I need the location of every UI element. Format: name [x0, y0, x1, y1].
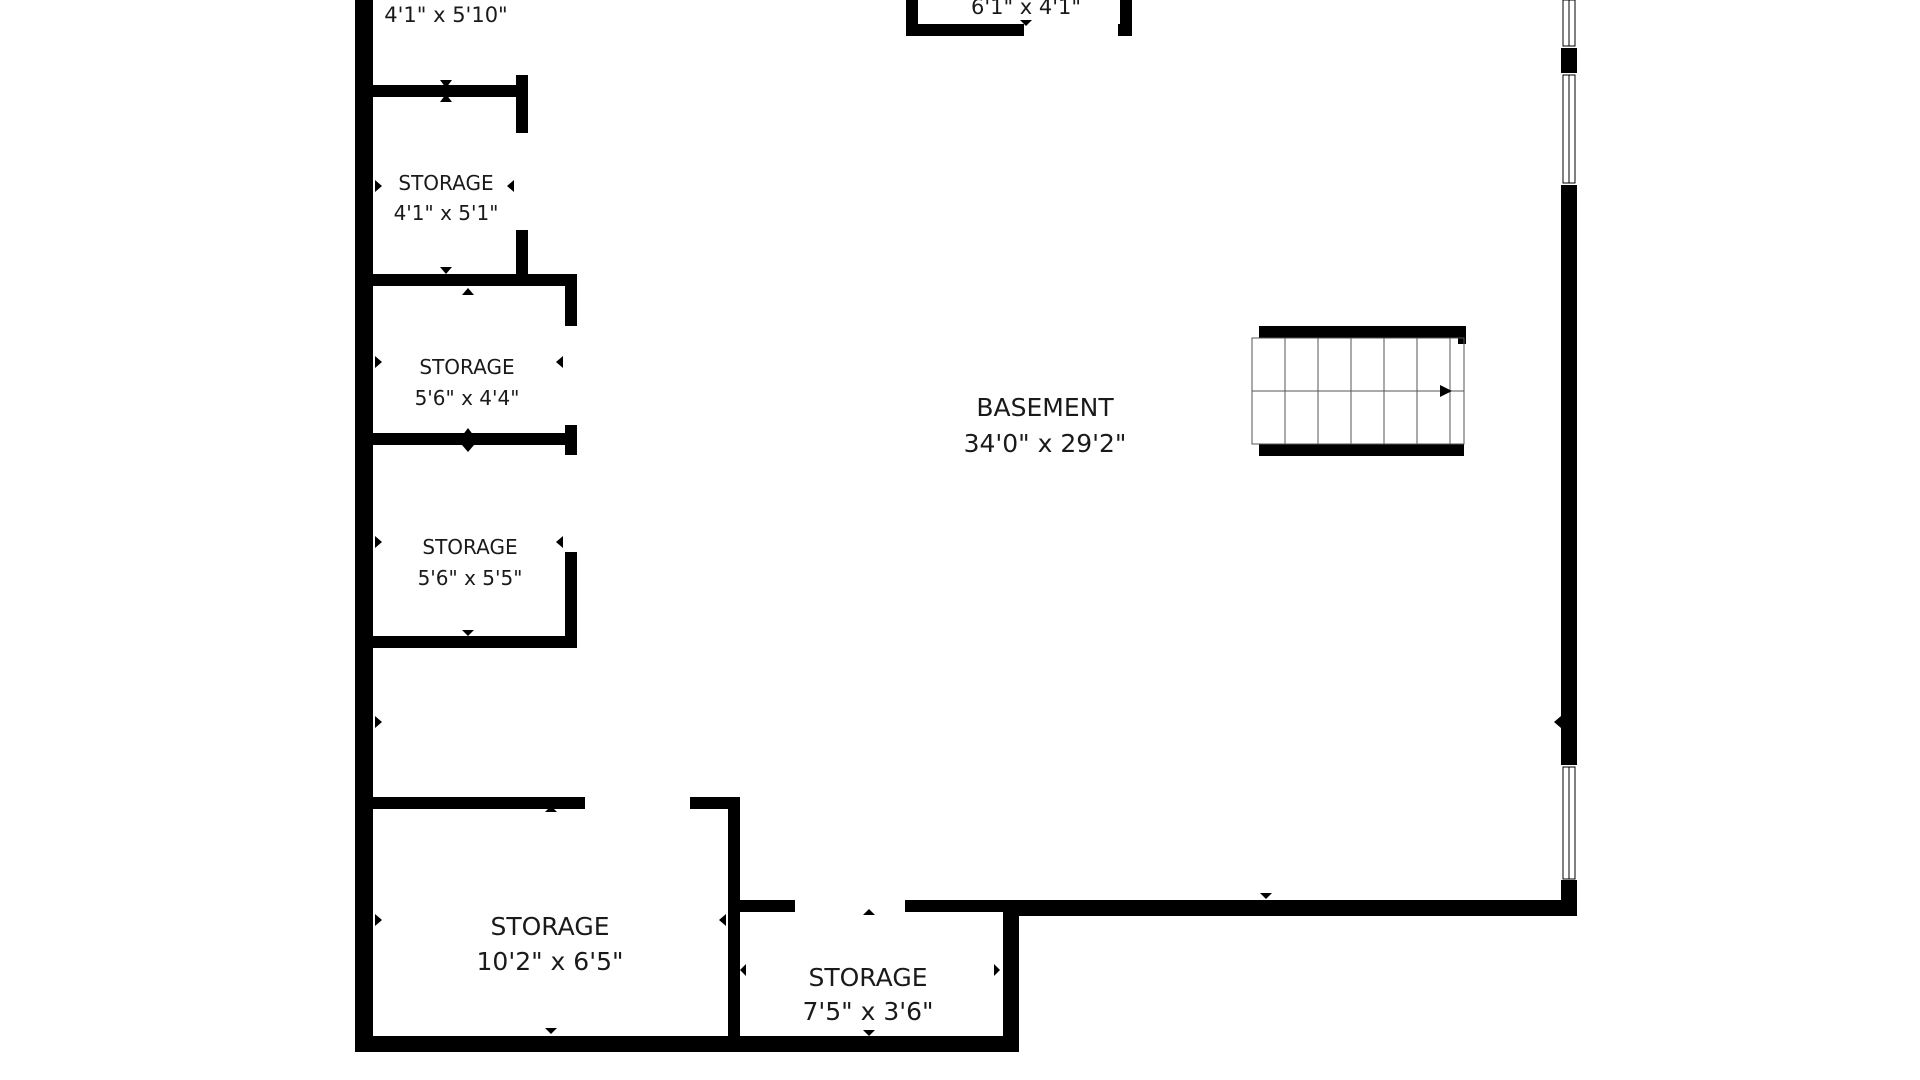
basement-name: BASEMENT — [976, 393, 1114, 422]
stair-direction-arrow-icon — [1440, 385, 1452, 397]
dimension-markers — [375, 20, 1561, 1036]
wall-stairs-top — [1259, 326, 1464, 338]
storage-1-name: STORAGE — [398, 171, 493, 195]
wall-room-top-bottom-right — [1118, 24, 1132, 36]
wall-right-middle — [1561, 185, 1577, 765]
storage-3-name: STORAGE — [422, 535, 517, 559]
wall-room0-right — [516, 75, 528, 133]
wall-left-exterior — [355, 0, 373, 1052]
wall-storage1-right — [516, 230, 528, 280]
wall-bottom-right — [1003, 900, 1577, 916]
walls — [355, 0, 1577, 1052]
storage-4-name: STORAGE — [490, 912, 609, 941]
wall-room0-bottom — [355, 85, 528, 97]
wall-right-upper — [1561, 48, 1577, 73]
room-labels: 4'1" x 5'10" 6'1" x 4'1" STORAGE 4'1" x … — [384, 0, 1126, 1026]
storage-5-dims: 7'5" x 3'6" — [802, 997, 933, 1026]
windows — [1562, 0, 1576, 880]
room-top-left-dims: 4'1" x 5'10" — [384, 3, 507, 27]
storage-2-name: STORAGE — [419, 355, 514, 379]
wall-step-vertical — [1003, 900, 1019, 1052]
wall-storage2-right-top — [565, 274, 577, 326]
wall-bottom — [355, 1036, 1017, 1052]
wall-storage5-top-left — [733, 900, 795, 912]
stairs-icon — [1251, 337, 1465, 445]
storage-3-dims: 5'6" x 5'5" — [418, 566, 523, 590]
wall-storage1-bottom — [355, 274, 577, 286]
storage-2-dims: 5'6" x 4'4" — [415, 386, 520, 410]
room-top-center-dims: 6'1" x 4'1" — [971, 0, 1081, 19]
basement-dims: 34'0" x 29'2" — [964, 429, 1127, 458]
storage-5-name: STORAGE — [808, 963, 927, 992]
wall-storage4-right — [728, 797, 740, 1052]
wall-stairs-top-cap — [1458, 326, 1466, 344]
wall-storage4-top-left — [355, 797, 585, 809]
wall-storage4-top-right — [690, 797, 740, 809]
wall-room-top-bottom-left — [906, 24, 1024, 36]
wall-storage3-bottom — [355, 636, 577, 648]
wall-stairs-bottom — [1259, 444, 1464, 456]
wall-storage2-bottom — [355, 433, 577, 445]
wall-storage5-top-right — [905, 900, 1015, 912]
wall-storage3-right — [565, 552, 577, 648]
storage-4-dims: 10'2" x 6'5" — [477, 947, 624, 976]
wall-storage2-right-stub — [565, 425, 577, 455]
storage-1-dims: 4'1" x 5'1" — [394, 201, 499, 225]
